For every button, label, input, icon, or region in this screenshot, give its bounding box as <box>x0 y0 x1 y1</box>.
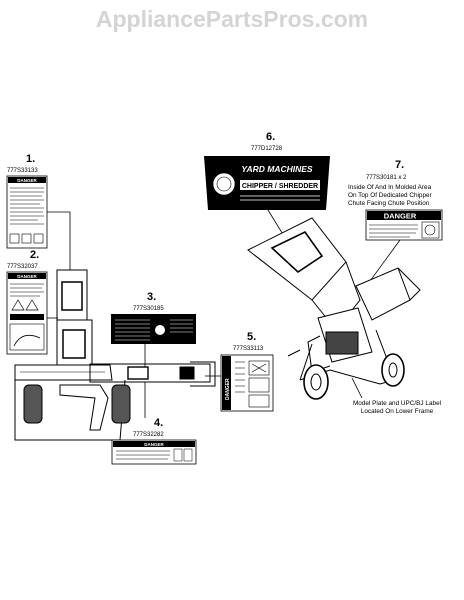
decal-6-thumbnail: YARD MACHINES CHIPPER / SHREDDER <box>204 156 330 210</box>
callout-5-part: 777S33113 <box>233 346 264 352</box>
model-plate-note-line-1: Model Plate and UPC/BJ Label <box>353 400 441 407</box>
decal-6-brand: YARD MACHINES <box>241 164 312 174</box>
model-plate-note-line-2: Located On Lower Frame <box>361 408 434 415</box>
callout-1-number: 1. <box>26 153 35 165</box>
callout-7-number: 7. <box>395 159 404 171</box>
decal-1-danger: DANGER <box>17 178 37 183</box>
callout-7-note-line-3: Chute Facing Chute Position <box>348 200 430 207</box>
callout-7-note-line-1: Inside Of And In Molded Area <box>348 184 432 191</box>
callout-5-number: 5. <box>247 331 256 343</box>
decal-4-thumbnail: DANGER <box>111 439 197 465</box>
callout-4-number: 4. <box>154 417 163 429</box>
model-plate-leader <box>351 377 363 399</box>
decal-4-danger: DANGER <box>144 442 164 447</box>
callout-1-part: 777S33133 <box>7 168 38 174</box>
chipper-left-unit <box>14 211 216 441</box>
decal-1-thumbnail: DANGER <box>6 175 48 249</box>
decal-2-thumbnail: DANGER <box>6 271 48 355</box>
callout-3-number: 3. <box>147 291 156 303</box>
callout-7-note-line-2: On Top Of Dedicated Chipper <box>348 192 433 199</box>
callout-6-number: 6. <box>266 131 275 143</box>
callout-2-number: 2. <box>30 249 39 261</box>
decal-5-thumbnail: DANGER <box>220 354 274 412</box>
callout-4-part: 777S32282 <box>133 432 164 438</box>
decal-6-product: CHIPPER / SHREDDER <box>242 183 318 190</box>
chipper-right-unit <box>247 217 421 400</box>
callout-7-part: 777S30181 x 2 <box>366 175 407 181</box>
watermark: AppliancePartsPros.com <box>96 6 368 32</box>
callout-3-part: 777S30185 <box>133 306 164 312</box>
decal-2-danger: DANGER <box>17 274 37 279</box>
callout-2-part: 777S32037 <box>7 264 38 270</box>
decal-7-danger: DANGER <box>384 212 417 221</box>
decal-7-thumbnail: DANGER <box>365 209 443 241</box>
decal-3-thumbnail <box>111 314 196 344</box>
decal-5-danger: DANGER <box>225 378 231 400</box>
callout-6-part: 777D12728 <box>251 146 283 152</box>
